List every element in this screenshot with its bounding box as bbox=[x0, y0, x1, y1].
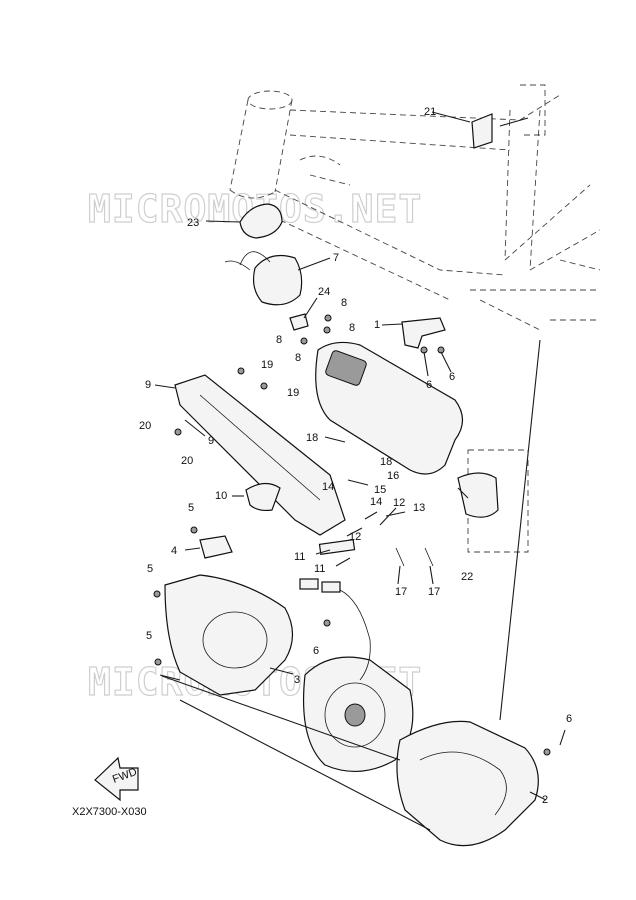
callout-18: 18 bbox=[306, 432, 318, 444]
part-24-clamp bbox=[289, 313, 309, 331]
callout-6: 6 bbox=[426, 379, 432, 391]
callout-8: 8 bbox=[276, 334, 282, 346]
connector-a bbox=[299, 578, 319, 590]
leader-lines bbox=[154, 111, 566, 831]
callout-5: 5 bbox=[188, 502, 194, 514]
connector-b bbox=[321, 581, 341, 593]
callout-3: 3 bbox=[294, 674, 300, 686]
callout-14: 14 bbox=[322, 481, 334, 493]
callout-2: 2 bbox=[542, 794, 548, 806]
diagram-code: X2X7300-X030 bbox=[72, 806, 147, 818]
callout-19: 19 bbox=[261, 359, 273, 371]
callout-6: 6 bbox=[449, 371, 455, 383]
callouts: 21 23 7 24 8 8 8 8 1 6 6 19 19 9 9 20 20… bbox=[139, 106, 572, 806]
callout-5: 5 bbox=[147, 563, 153, 575]
part-23-cover bbox=[239, 203, 283, 239]
part-4-plate bbox=[199, 535, 233, 559]
callout-8: 8 bbox=[349, 322, 355, 334]
callout-12: 12 bbox=[393, 497, 405, 509]
callout-20: 20 bbox=[139, 420, 151, 432]
callout-17: 17 bbox=[428, 586, 440, 598]
callout-14: 14 bbox=[370, 496, 382, 508]
part-9-side-cover bbox=[174, 374, 346, 536]
callout-15: 15 bbox=[374, 484, 386, 496]
callout-7: 7 bbox=[333, 252, 339, 264]
callout-4: 4 bbox=[171, 545, 177, 557]
fwd-arrow-icon: FWD bbox=[94, 756, 139, 802]
callout-19: 19 bbox=[287, 387, 299, 399]
callout-1: 1 bbox=[374, 319, 380, 331]
part-1-bracket bbox=[401, 317, 446, 349]
part-10-guard bbox=[245, 482, 281, 512]
callout-13: 13 bbox=[413, 502, 425, 514]
part-7-switch bbox=[252, 255, 303, 306]
callout-20: 20 bbox=[181, 455, 193, 467]
callout-17: 17 bbox=[395, 586, 407, 598]
frame-outline bbox=[229, 84, 601, 331]
wire-harness bbox=[339, 589, 371, 681]
callout-5: 5 bbox=[146, 630, 152, 642]
part-3-engine-cover bbox=[164, 574, 294, 696]
callout-23: 23 bbox=[187, 217, 199, 229]
callout-6: 6 bbox=[566, 713, 572, 725]
callout-22: 22 bbox=[461, 571, 473, 583]
callout-12: 12 bbox=[349, 531, 361, 543]
callout-21: 21 bbox=[424, 106, 436, 118]
part-22-controller bbox=[457, 472, 499, 518]
part-17-springs bbox=[395, 547, 434, 567]
callout-6: 6 bbox=[313, 645, 319, 657]
callout-10: 10 bbox=[215, 490, 227, 502]
callout-18: 18 bbox=[380, 456, 392, 468]
part-2-side-cover bbox=[396, 720, 539, 847]
fasteners bbox=[153, 314, 551, 756]
part-21-sticker bbox=[471, 113, 493, 149]
callout-16: 16 bbox=[387, 470, 399, 482]
callout-8: 8 bbox=[341, 297, 347, 309]
callout-11: 11 bbox=[294, 551, 305, 563]
part-22-group-box bbox=[467, 449, 529, 553]
callout-9: 9 bbox=[145, 379, 151, 391]
callout-24: 24 bbox=[318, 286, 330, 298]
callout-11: 11 bbox=[314, 563, 325, 575]
callout-8: 8 bbox=[295, 352, 301, 364]
callout-9: 9 bbox=[208, 435, 214, 447]
